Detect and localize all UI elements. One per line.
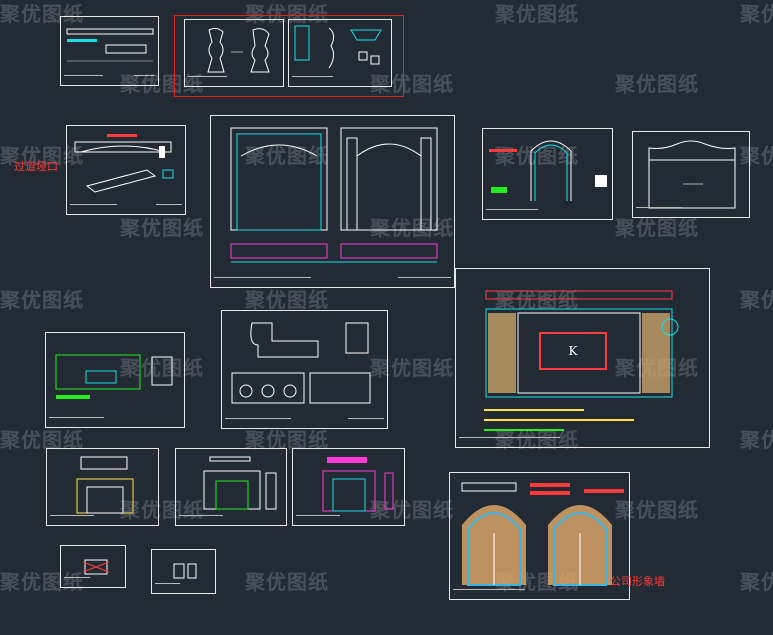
svg-text:K: K [569,344,579,358]
watermark: 聚优图纸 [0,288,84,312]
sheet-drawing [66,28,154,62]
watermark: 聚优图纸 [495,144,579,168]
drawing-sheet[interactable] [482,128,613,220]
watermark: 聚优图纸 [495,428,579,452]
sheet-drawing: K [484,290,679,431]
watermark: 聚优图纸 [740,144,773,168]
watermark: 聚优图纸 [740,288,773,312]
watermark: 聚优图纸 [740,428,773,452]
drawing-sheet[interactable] [46,448,159,526]
drawing-sheet[interactable] [184,19,284,87]
watermark: 聚优图纸 [615,216,699,240]
watermark: 聚优图纸 [120,498,204,522]
drawing-sheet[interactable] [175,448,287,526]
sheet-drawing [74,134,174,193]
sheet-drawing [230,127,438,263]
watermark: 聚优图纸 [495,2,579,26]
sheet-drawing [294,25,382,69]
sheet-drawing [82,559,110,575]
sheet-drawing [76,456,134,514]
sheet-drawing [648,140,736,209]
doorway-label: 过道垭口 [14,160,58,173]
sheet-drawing [55,354,173,399]
wall-label: 公司形象墙 [610,575,665,588]
watermark: 聚优图纸 [370,216,454,240]
watermark: 聚优图纸 [615,498,699,522]
watermark: 聚优图纸 [615,72,699,96]
sheet-drawing [231,322,371,404]
drawing-sheet[interactable] [221,310,388,429]
watermark: 聚优图纸 [740,570,773,594]
watermark: 聚优图纸 [370,72,454,96]
sheet-drawing [322,457,394,512]
watermark: 聚优图纸 [495,288,579,312]
watermark: 聚优图纸 [245,288,329,312]
watermark: 聚优图纸 [0,570,84,594]
drawing-sheet[interactable] [60,16,159,86]
drawing-sheet[interactable] [210,115,455,288]
sheet-drawing [489,140,607,201]
watermark: 聚优图纸 [120,216,204,240]
watermark: 聚优图纸 [0,144,84,168]
watermark: 聚优图纸 [245,2,329,26]
sheet-drawing [461,482,624,586]
watermark: 聚优图纸 [0,2,84,26]
drawing-sheet[interactable] [292,448,405,526]
drawing-sheet[interactable]: K [455,268,710,448]
sheet-drawing [203,456,277,510]
drawing-sheet[interactable] [45,332,185,428]
drawing-sheet[interactable] [288,19,392,87]
watermark: 聚优图纸 [370,498,454,522]
watermark: 聚优图纸 [120,356,204,380]
drawing-sheet[interactable] [60,545,126,588]
selection-box[interactable] [174,15,404,97]
drawing-sheet[interactable] [632,131,750,218]
sheet-drawing [173,563,197,579]
sheet-drawing [207,27,270,73]
watermark: 聚优图纸 [740,2,773,26]
drawing-sheet[interactable] [66,125,186,215]
drawing-sheet[interactable] [151,549,216,594]
watermark: 聚优图纸 [245,570,329,594]
drawing-sheet[interactable] [449,472,630,600]
watermark: 聚优图纸 [370,356,454,380]
